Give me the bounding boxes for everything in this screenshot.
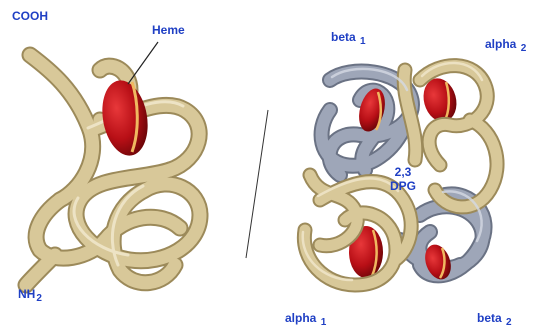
heme-label: Heme xyxy=(152,23,185,37)
dpg-number: 2,3 xyxy=(390,165,416,179)
nh2-base: NH xyxy=(18,287,35,301)
alpha2-label: alpha 2 xyxy=(485,37,526,54)
beta2-label: beta 2 xyxy=(477,311,512,328)
cooh-text: COOH xyxy=(12,9,48,23)
alpha2-base: alpha xyxy=(485,37,516,51)
dpg-text: DPG xyxy=(390,179,416,193)
alpha1-label: alpha 1 xyxy=(285,311,326,328)
beta2-subscript: 2 xyxy=(506,317,512,328)
cooh-label: COOH xyxy=(12,9,48,23)
beta1-label: beta 1 xyxy=(331,30,366,47)
nh2-label: NH2 xyxy=(18,287,42,304)
dpg-label: 2,3 DPG xyxy=(390,165,416,193)
alpha2-subscript: 2 xyxy=(521,43,527,54)
beta2-base: beta xyxy=(477,311,502,325)
alpha1-base: alpha xyxy=(285,311,316,325)
myoglobin-heme-group xyxy=(97,77,154,159)
beta1-base: beta xyxy=(331,30,356,44)
myoglobin-structure xyxy=(26,42,200,285)
beta1-subscript: 1 xyxy=(360,36,366,47)
heme-text: Heme xyxy=(152,23,185,37)
alpha1-subscript: 1 xyxy=(321,317,327,328)
heme-pointer-line xyxy=(128,42,158,84)
nh2-subscript: 2 xyxy=(36,293,42,304)
panel-divider xyxy=(246,110,268,258)
